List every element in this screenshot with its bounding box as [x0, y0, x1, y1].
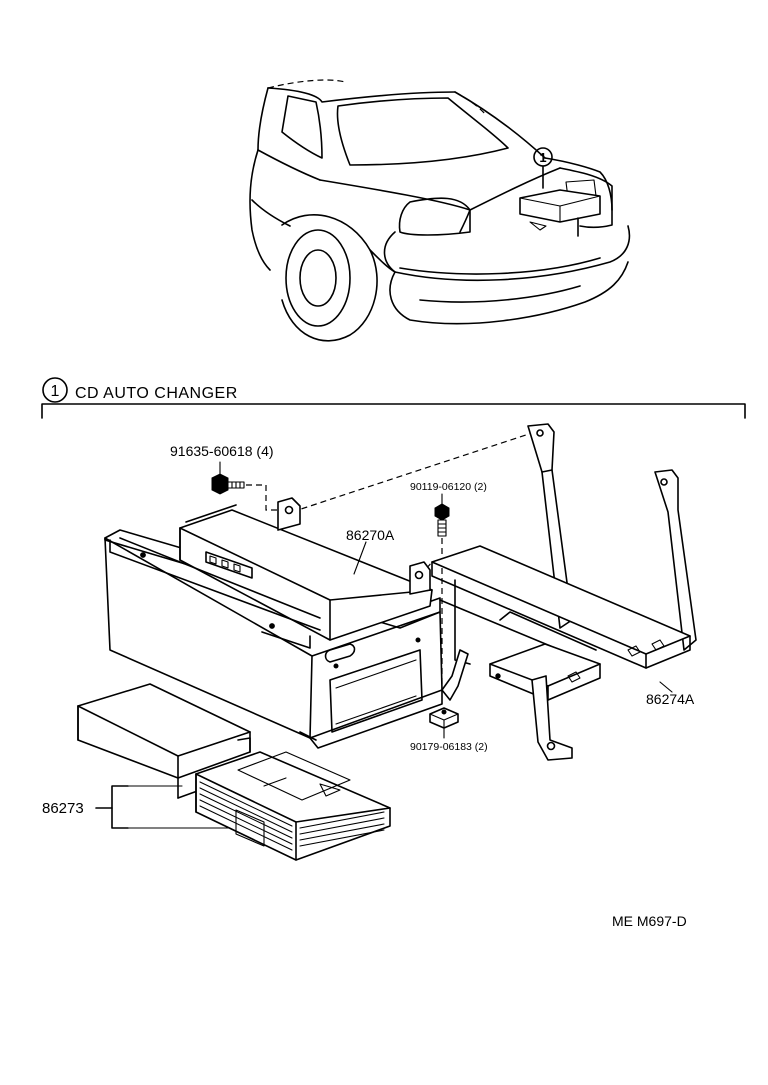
- section-number: 1: [51, 383, 60, 400]
- callout-number: 1: [539, 150, 546, 165]
- nut-part-number: 90179-06183 (2): [410, 741, 488, 753]
- magazine-part-number: 86273: [42, 800, 84, 817]
- section-header: 1 CD AUTO CHANGER: [41, 377, 746, 419]
- mounting-bracket: 86274A: [431, 423, 697, 761]
- bracket-part-number: 86274A: [646, 691, 695, 707]
- changer-part-number: 86270A: [346, 527, 395, 543]
- section-title: CD AUTO CHANGER: [75, 385, 238, 402]
- screw-part-number: 90119-06120 (2): [410, 481, 487, 493]
- nut-part: 90179-06183 (2): [410, 707, 488, 753]
- cd-magazine-parts: 86273: [42, 683, 391, 861]
- diagram-code: ME M697-D: [612, 913, 687, 929]
- cd-changer-unit: 86270A: [104, 497, 443, 749]
- bolt-part-number: 91635-60618 (4): [170, 443, 274, 459]
- car-rear-illustration: 1: [249, 79, 631, 342]
- bolt-part: 91635-60618 (4): [170, 443, 285, 511]
